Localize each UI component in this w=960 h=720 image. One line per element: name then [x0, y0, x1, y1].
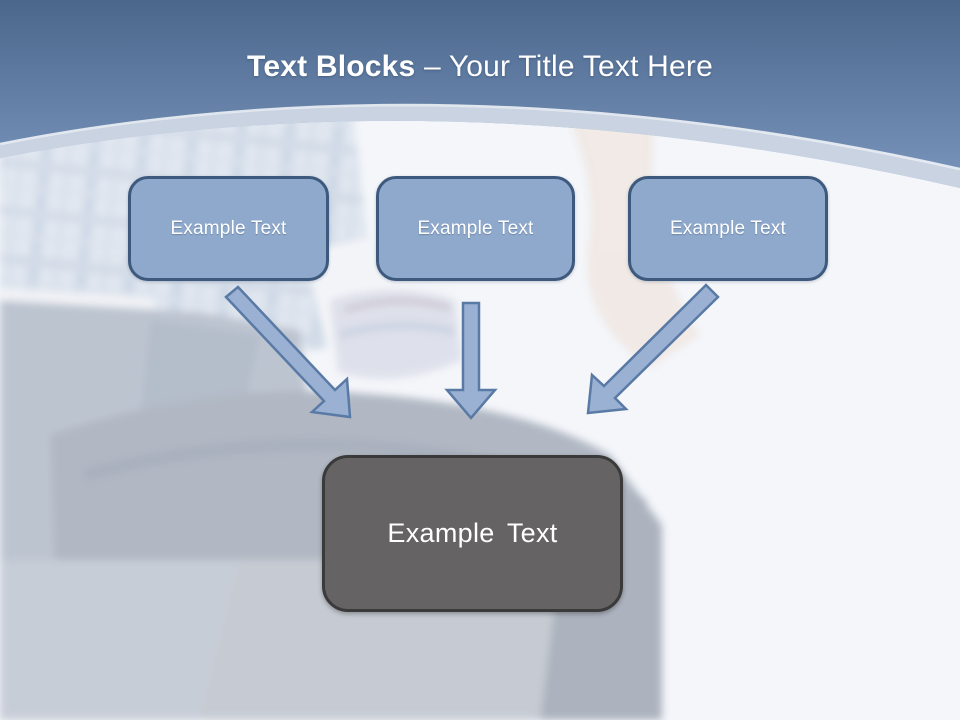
slide-title: Text Blocks – Your Title Text Here — [0, 48, 960, 86]
header-curve-band — [0, 105, 960, 188]
result-block: Example Text — [322, 455, 623, 612]
header-curve-highlight — [0, 103, 960, 171]
text-block-1: Example Text — [128, 176, 329, 281]
slide-title-bold: Text Blocks — [247, 50, 416, 83]
text-block-3-label: Example Text — [669, 217, 787, 239]
text-block-2: Example Text — [376, 176, 575, 281]
text-block-3: Example Text — [628, 176, 828, 281]
text-block-1-label: Example Text — [170, 217, 287, 239]
slide-title-rest: – Your Title Text Here — [415, 50, 713, 83]
result-block-label: Example Text — [387, 518, 558, 548]
text-block-2-label: Example Text — [417, 217, 534, 239]
